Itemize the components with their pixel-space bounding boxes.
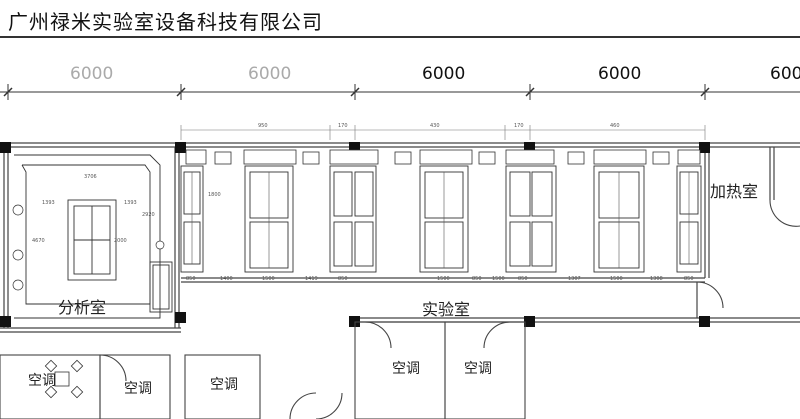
dim-offset-11: 1500 (610, 276, 623, 282)
room-label-ac-5: 空调 (464, 361, 492, 377)
dimension-span-1: 6000 (70, 64, 114, 84)
room-label-analysis: 分析室 (58, 298, 107, 317)
room-label-ac-2: 空调 (124, 381, 152, 397)
room-label-heating: 加热室 (710, 182, 759, 201)
dim-170-b: 170 (514, 123, 524, 129)
dim-430: 430 (430, 123, 440, 129)
room-label-ac-4: 空调 (392, 361, 420, 377)
dim-offset-3: 1500 (262, 276, 275, 282)
dim-analysis-right: 1393 (124, 200, 137, 206)
dimension-span-2: 6000 (248, 64, 292, 84)
dim-offset-7: 850 (472, 276, 482, 282)
dim-offset-6: 1500 (437, 276, 450, 282)
dim-analysis-width: 3706 (84, 174, 97, 180)
dim-offset-10: 1307 (568, 276, 581, 282)
dim-950: 950 (258, 123, 268, 129)
dim-460: 460 (610, 123, 620, 129)
dim-offset-1: 850 (186, 276, 196, 282)
room-label-ac-3: 空调 (210, 377, 238, 393)
dim-analysis-side-a: 4670 (32, 238, 45, 244)
dim-analysis-left: 1393 (42, 200, 55, 206)
room-label-ac-1: 空调 (28, 373, 56, 389)
dim-offset-4: 1419 (305, 276, 318, 282)
dim-offset-12: 1308 (650, 276, 663, 282)
dim-bench-length: 1800 (208, 192, 221, 198)
dim-offset-5: 850 (338, 276, 348, 282)
room-label-lab: 实验室 (422, 300, 471, 319)
dim-170-a: 170 (338, 123, 348, 129)
dim-analysis-table: 2000 (114, 238, 127, 244)
dimension-span-5: 600 (770, 64, 800, 84)
dim-offset-2: 1400 (220, 276, 233, 282)
company-title: 广州禄米实验室设备科技有限公司 (8, 10, 323, 34)
dimension-span-4: 6000 (598, 64, 642, 84)
title-underline (0, 36, 800, 38)
dim-offset-8: 1500 (492, 276, 505, 282)
dim-offset-13: 850 (684, 276, 694, 282)
dim-analysis-side-b: 2920 (142, 212, 155, 218)
dim-offset-9: 850 (518, 276, 528, 282)
dimension-span-3: 6000 (422, 64, 466, 84)
